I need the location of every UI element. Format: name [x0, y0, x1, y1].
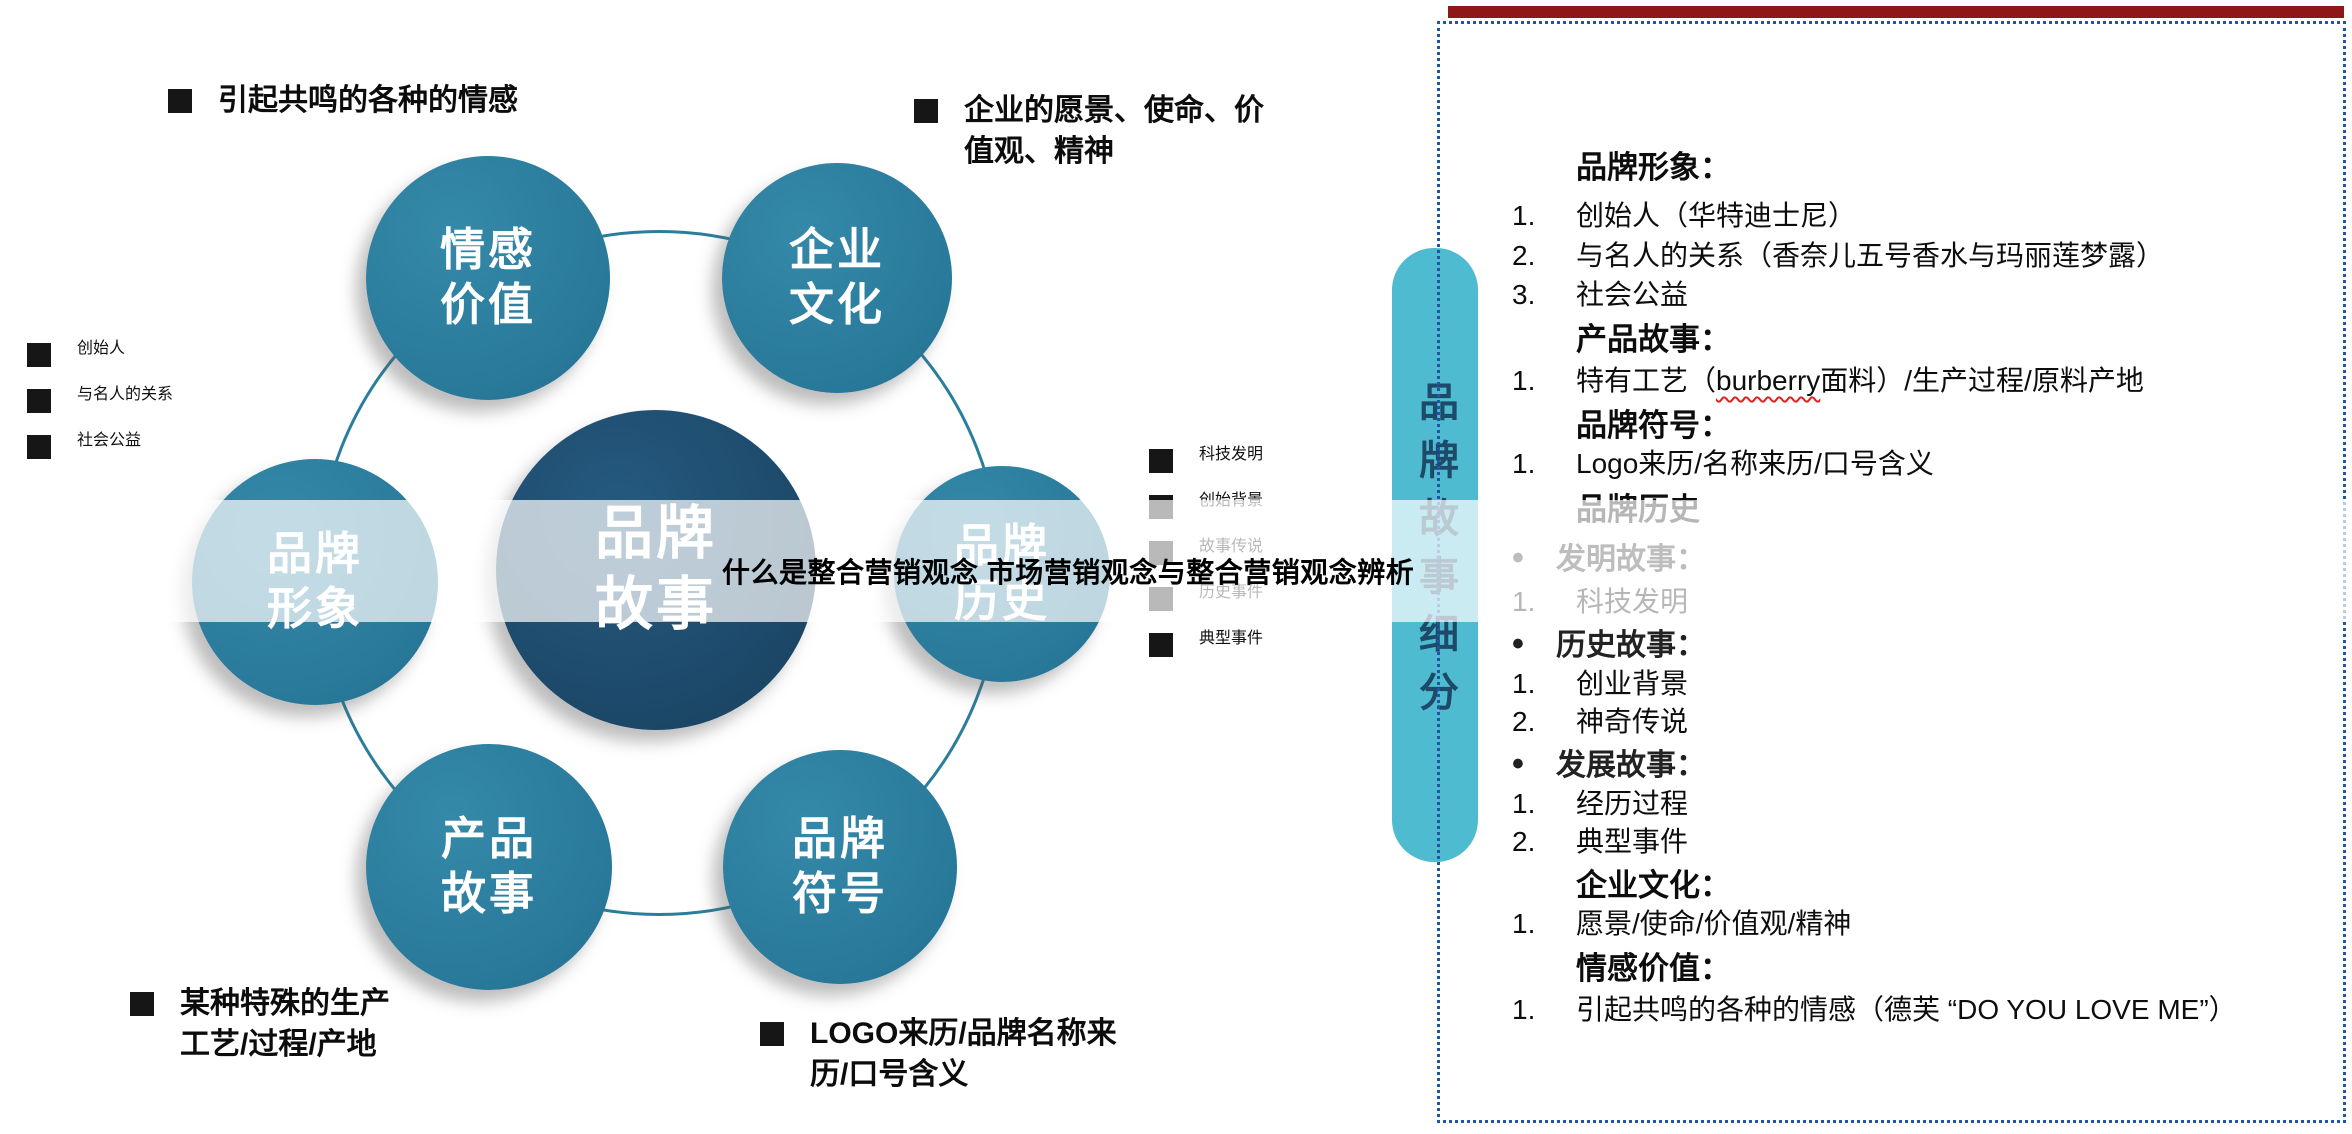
panel-line-text: 创业背景	[1576, 668, 1689, 699]
panel-line-text: 品牌形象：	[1576, 150, 1731, 185]
panel-line: 1. 引起共鸣的各种的情感（德芙 “DO YOU LOVE ME”）	[1512, 988, 2237, 1028]
panel-line-num: •	[1512, 625, 1524, 663]
annotation-brand-image: 创始人 与名人的关系 社会公益	[27, 334, 173, 472]
panel-line-text: 发展故事：	[1556, 749, 1706, 782]
panel-line-num: •	[1512, 745, 1524, 783]
list-item: 与名人的关系	[27, 380, 173, 413]
square-bullet-icon	[760, 1022, 784, 1046]
overlay-title: 什么是整合营销观念 市场营销观念与整合营销观念辨析	[722, 557, 1415, 588]
annotation-text: 与名人的关系	[77, 386, 174, 403]
panel-line-num: 1.	[1512, 994, 1536, 1025]
panel-line: 2. 与名人的关系（香奈儿五号香水与玛丽莲梦露）	[1512, 234, 2164, 274]
square-bullet-icon	[27, 435, 51, 459]
panel-line-text: 历史故事：	[1556, 629, 1706, 662]
circle-label: 情感 价值	[439, 224, 536, 330]
list-item: 科技发明	[1149, 440, 1263, 473]
panel-line-num: 2.	[1512, 706, 1536, 737]
panel-line-text: 愿景/使命/价值观/精神	[1576, 908, 1852, 939]
panel-heading: 企业文化：	[1512, 860, 1731, 905]
panel-line-text: 情感价值：	[1576, 951, 1731, 986]
square-bullet-icon	[1149, 449, 1173, 473]
circle-label: 产品 故事	[440, 813, 537, 919]
panel-line-text: Logo来历/名称来历/口号含义	[1576, 448, 1934, 479]
panel-line-num: 1.	[1512, 908, 1536, 939]
annotation-text: 社会公益	[77, 432, 142, 449]
square-bullet-icon	[914, 99, 938, 123]
panel-line-text: 与名人的关系（香奈儿五号香水与玛丽莲梦露）	[1576, 240, 2165, 271]
panel-line-text: 产品故事：	[1576, 322, 1731, 357]
annotation-text: 某种特殊的生产 工艺/过程/产地	[180, 987, 390, 1062]
panel-line-text: 特有工艺（	[1576, 365, 1717, 396]
panel-line-num: 2.	[1512, 826, 1536, 857]
circle-product-story: 产品 故事	[366, 744, 612, 990]
panel-line-num: 1.	[1512, 668, 1536, 699]
panel-heading: 品牌符号：	[1512, 400, 1731, 445]
panel-line-num: 1.	[1512, 365, 1536, 396]
panel-line: 2. 神奇传说	[1512, 700, 1688, 740]
panel-line-text: 社会公益	[1576, 279, 1689, 310]
list-item: 创始人	[27, 334, 173, 367]
panel-line-text: 创始人（华特迪士尼）	[1576, 200, 1857, 231]
panel-line: 2. 典型事件	[1512, 820, 1688, 860]
panel-line-text: 经历过程	[1576, 788, 1689, 819]
panel-heading: 品牌形象：	[1512, 142, 1731, 187]
list-item: 典型事件	[1149, 624, 1263, 657]
panel-line: 1. 愿景/使命/价值观/精神	[1512, 902, 1851, 942]
annotation-text: 典型事件	[1199, 630, 1264, 647]
annotation-text: LOGO来历/品牌名称来 历/口号含义	[810, 1017, 1117, 1092]
annotation-text: 引起共鸣的各种的情感	[218, 84, 518, 117]
annotation-emotional-value: 引起共鸣的各种的情感	[168, 80, 518, 121]
detail-panel: 品牌形象： 1. 创始人（华特迪士尼） 2. 与名人的关系（香奈儿五号香水与玛丽莲梦…	[1437, 21, 2346, 1123]
watermark-band	[0, 500, 2352, 622]
annotation-product-story: 某种特殊的生产 工艺/过程/产地	[130, 983, 390, 1066]
square-bullet-icon	[1149, 633, 1173, 657]
panel-line-num: 1.	[1512, 788, 1536, 819]
top-red-bar	[1448, 6, 2344, 18]
circle-emotional-value: 情感 价值	[366, 156, 610, 400]
square-bullet-icon	[27, 389, 51, 413]
panel-line-text: 引起共鸣的各种的情感（德芙 “DO YOU LOVE ME”）	[1576, 994, 2237, 1025]
panel-line-num: 2.	[1512, 240, 1536, 271]
panel-heading: 产品故事：	[1512, 314, 1731, 359]
panel-line: 3. 社会公益	[1512, 273, 1688, 313]
panel-bullet-line: • 发展故事：	[1512, 740, 1706, 784]
panel-line-text: 典型事件	[1576, 826, 1689, 857]
panel-line-text: 品牌符号：	[1576, 408, 1731, 443]
annotation-text: 创始人	[77, 340, 126, 357]
list-item: 社会公益	[27, 426, 173, 459]
panel-line-text: 面料）/生产过程/原料产地	[1820, 365, 2144, 396]
panel-line: 1. 创业背景	[1512, 662, 1688, 702]
panel-bullet-line: • 历史故事：	[1512, 620, 1706, 664]
annotation-text: 企业的愿景、使命、价 值观、精神	[964, 94, 1264, 169]
annotation-text: 科技发明	[1199, 446, 1264, 463]
circle-brand-symbol: 品牌 符号	[723, 750, 957, 984]
square-bullet-icon	[168, 89, 192, 113]
square-bullet-icon	[27, 343, 51, 367]
square-bullet-icon	[130, 992, 154, 1016]
panel-line-num: 3.	[1512, 279, 1536, 310]
annotation-corporate-culture: 企业的愿景、使命、价 值观、精神	[914, 90, 1264, 173]
panel-line-num: 1.	[1512, 200, 1536, 231]
circle-label: 品牌 符号	[791, 813, 888, 919]
annotation-brand-symbol: LOGO来历/品牌名称来 历/口号含义	[760, 1013, 1117, 1096]
panel-line: 1. 创始人（华特迪士尼）	[1512, 194, 1856, 234]
panel-line-text: 企业文化：	[1576, 868, 1731, 903]
panel-line-num: 1.	[1512, 448, 1536, 479]
circle-label: 企业 文化	[788, 224, 885, 330]
panel-line-text: 神奇传说	[1576, 706, 1689, 737]
panel-line: 1. 经历过程	[1512, 782, 1688, 822]
panel-heading: 情感价值：	[1512, 943, 1731, 988]
circle-corporate-culture: 企业 文化	[722, 163, 952, 393]
panel-line: 1. 特有工艺（burberry面料）/生产过程/原料产地	[1512, 359, 2144, 399]
panel-line: 1. Logo来历/名称来历/口号含义	[1512, 442, 1934, 482]
spellcheck-word: burberry	[1716, 365, 1821, 396]
